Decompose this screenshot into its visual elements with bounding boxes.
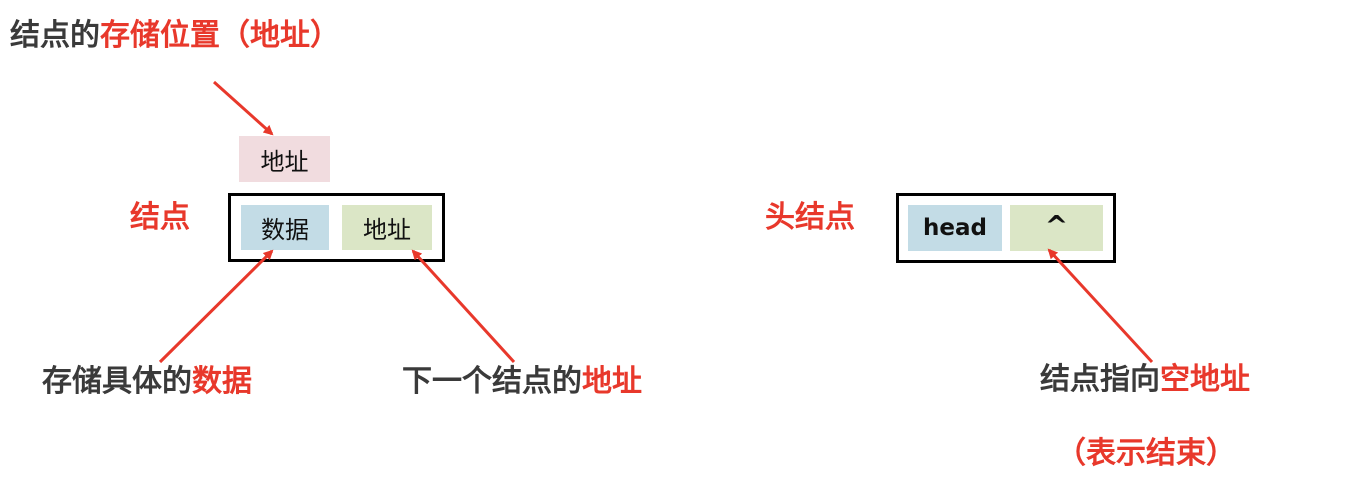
title: 结点的存储位置（地址） bbox=[10, 16, 340, 56]
head-caption-highlight: 空地址 bbox=[1160, 362, 1250, 397]
head-cell: head bbox=[908, 205, 1002, 251]
arrow-to-address-box bbox=[212, 80, 274, 136]
caption-data-highlight: 数据 bbox=[192, 364, 252, 399]
null-cell: ^ bbox=[1010, 205, 1103, 251]
address-box: 地址 bbox=[239, 136, 330, 182]
caption-next-highlight: 地址 bbox=[582, 364, 642, 399]
data-cell: 数据 bbox=[241, 205, 329, 250]
head-caption-note: （表示结束） bbox=[1056, 436, 1236, 471]
head-node-label: 头结点 bbox=[765, 200, 855, 235]
next-cell: 地址 bbox=[342, 205, 432, 250]
title-highlight: 存储位置（地址） bbox=[100, 18, 340, 53]
arrow-to-next-cell bbox=[411, 249, 516, 364]
caption-next-prefix: 下一个结点的 bbox=[402, 364, 582, 399]
head-caption: 结点指向空地址 bbox=[1040, 360, 1250, 400]
node-box: 数据 地址 bbox=[228, 193, 445, 262]
arrow-to-null-cell bbox=[1047, 248, 1154, 364]
caption-data: 存储具体的数据 bbox=[42, 362, 252, 402]
caption-next: 下一个结点的地址 bbox=[402, 362, 642, 402]
title-prefix: 结点的 bbox=[10, 18, 100, 53]
arrow-to-data-cell bbox=[158, 249, 274, 364]
head-node-box: head ^ bbox=[896, 193, 1116, 263]
head-caption-prefix: 结点指向 bbox=[1040, 362, 1160, 397]
caption-data-prefix: 存储具体的 bbox=[42, 364, 192, 399]
node-label: 结点 bbox=[130, 200, 190, 235]
